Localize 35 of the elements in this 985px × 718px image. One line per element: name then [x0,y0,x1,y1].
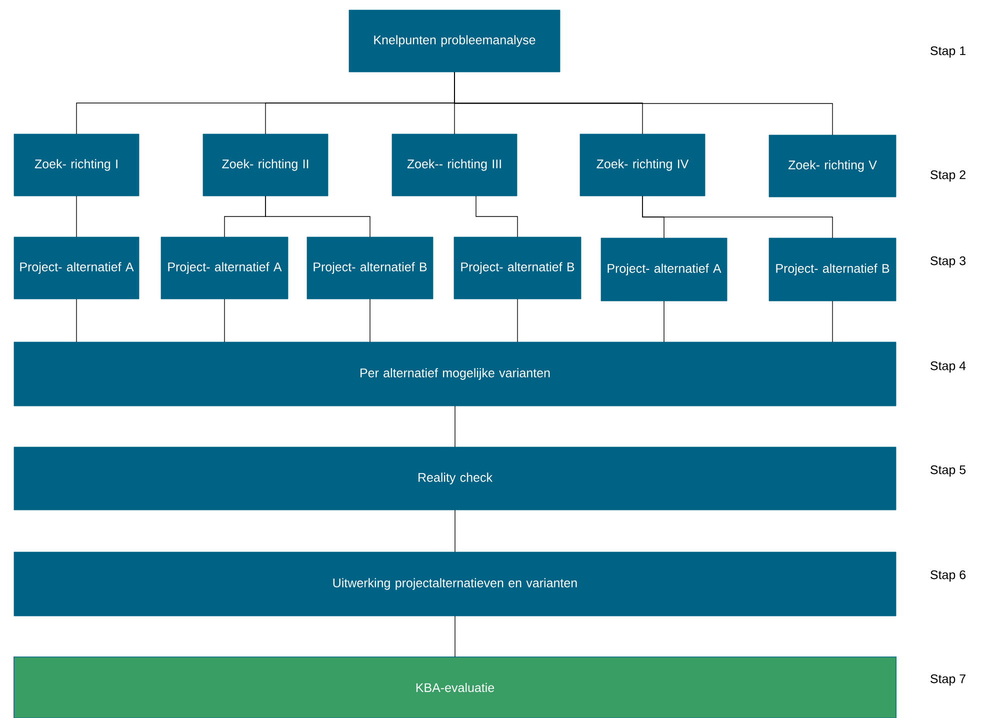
process-box: Per alternatief mogelijke varianten [14,342,896,406]
step-label: Stap 3 [930,256,966,268]
step-label: Stap 7 [930,674,966,686]
step-label: Stap 5 [930,465,966,477]
process-box: Project- alternatief A [600,238,728,302]
process-box: Uitwerking projectalternatieven en varianten [14,552,896,616]
step-label: Stap 6 [930,570,966,582]
connector-line [454,406,456,448]
connector-line [454,616,456,658]
process-box: Zoek- richting V [768,134,896,198]
process-box: Project- alternatief B [454,236,582,300]
process-box: Project- alternatief B [306,236,434,300]
connector-line [832,300,833,342]
process-box: Zoek- richting IV [580,134,706,196]
process-box: KBA-evaluatie [14,656,896,718]
process-box: Knelpunten probleemanalyse [348,10,560,72]
connector-line [476,196,518,238]
connector-line [454,72,833,136]
connector-line [76,196,77,238]
connector-line [642,196,833,238]
connector-line [224,298,225,342]
connector-line [265,196,370,238]
process-box: Zoek-- richting III [392,134,518,196]
connector-line [76,298,77,342]
process-box: Project- alternatief A [14,236,140,300]
step-label: Stap 4 [930,361,966,373]
process-box: Project- alternatief A [160,236,288,300]
process-box: Zoek- richting II [202,134,328,196]
connector-line [454,510,456,552]
process-box: Project- alternatief B [768,238,896,302]
connector-line [517,298,518,342]
step-label: Stap 1 [930,46,966,58]
step-label: Stap 2 [930,170,966,182]
process-box: Reality check [14,446,896,510]
process-box: Zoek- richting I [14,134,140,196]
